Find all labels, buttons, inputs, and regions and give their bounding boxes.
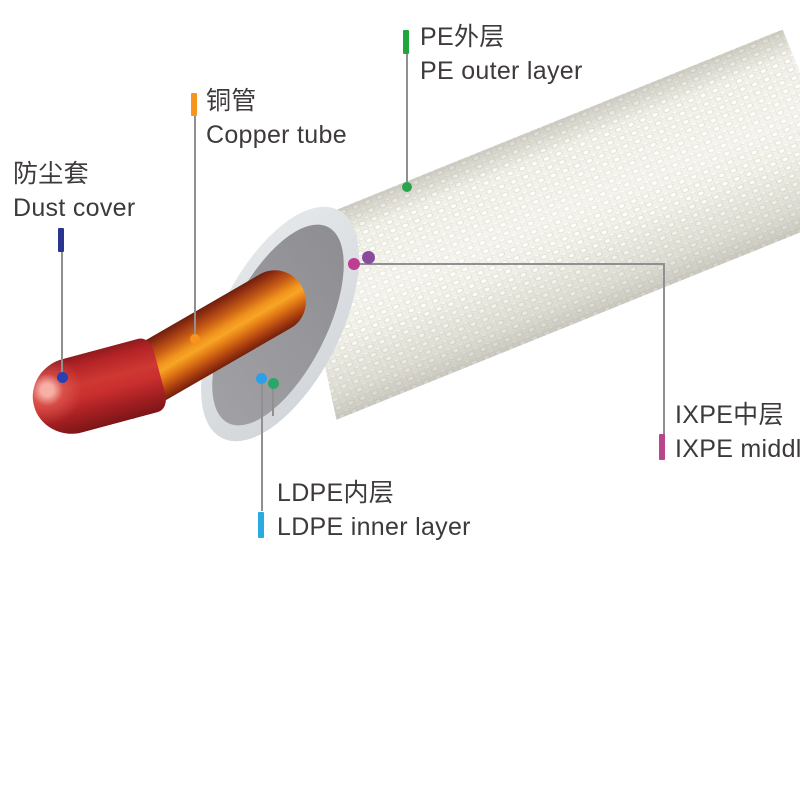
ixpe-middle-marker-dot <box>348 258 360 270</box>
pe-outer-color-tick <box>403 30 409 54</box>
copper-tube-label-zh: 铜管 <box>206 87 257 115</box>
dust-cover-marker-dot <box>57 372 68 383</box>
purple-marker-dot <box>362 251 375 264</box>
ldpe-inner-leader-line <box>261 383 263 511</box>
dust-cover-label-en: Dust cover <box>13 194 136 222</box>
pe-outer-leader-line <box>406 54 408 184</box>
pe-outer-label: PE外层 PE outer layer <box>420 20 583 88</box>
dust-cover-leader-line <box>61 252 63 374</box>
copper-tube-color-tick <box>191 93 197 116</box>
ldpe-inner-label: LDPE内层 LDPE inner layer <box>277 476 471 544</box>
pe-outer-marker-dot <box>402 182 412 192</box>
ldpe-inner-marker-dot <box>256 373 267 384</box>
ldpe-inner-label-en: LDPE inner layer <box>277 513 471 541</box>
copper-tube-label: 铜管 Copper tube <box>206 84 347 152</box>
copper-tube-leader-line <box>194 116 196 336</box>
copper-tube-marker-dot <box>190 334 200 344</box>
ixpe-middle-leader-line <box>357 263 665 436</box>
dust-cover-color-tick <box>58 228 64 252</box>
ldpe-inner-label-zh: LDPE内层 <box>277 479 395 507</box>
teal-marker-line <box>272 387 274 416</box>
pe-outer-label-en: PE outer layer <box>420 57 583 85</box>
ldpe-inner-color-tick <box>258 512 264 538</box>
teal-marker-dot <box>268 378 279 389</box>
dust-cover-label: 防尘套 Dust cover <box>13 157 135 225</box>
ixpe-middle-color-tick <box>659 434 665 460</box>
dust-cover-label-zh: 防尘套 <box>13 160 89 188</box>
ixpe-middle-label-zh: IXPE中层 <box>675 401 784 429</box>
dust-cover-cap-graphic <box>24 335 170 443</box>
pe-outer-label-zh: PE外层 <box>420 23 505 51</box>
ixpe-middle-label: IXPE中层 IXPE middle layer <box>675 398 800 466</box>
ixpe-middle-label-en: IXPE middle layer <box>675 435 800 463</box>
copper-tube-label-en: Copper tube <box>206 121 347 149</box>
